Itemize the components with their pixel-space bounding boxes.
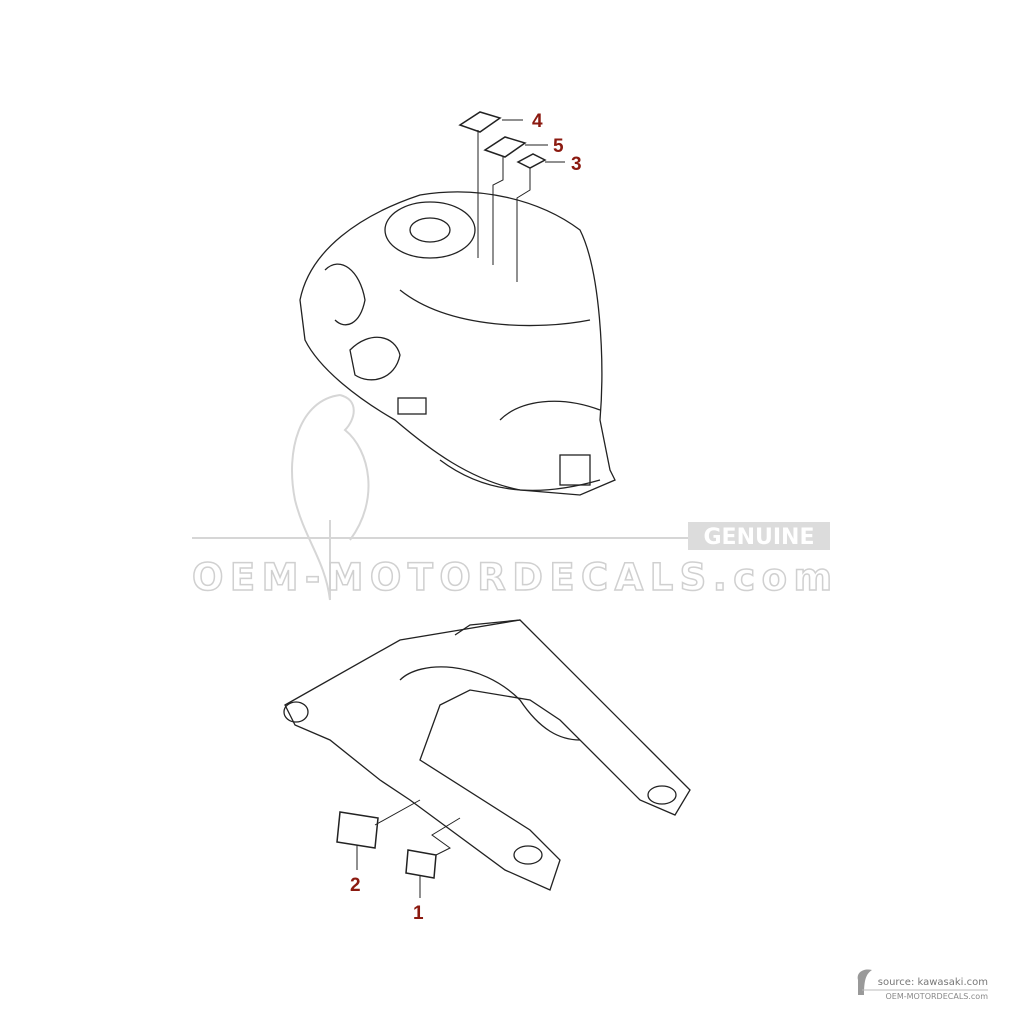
decal-4 <box>458 111 502 133</box>
decal-3 <box>516 153 547 169</box>
watermark <box>192 394 690 601</box>
callout-2: 2 <box>350 875 361 896</box>
swingarm <box>283 619 691 891</box>
callout-4: 4 <box>532 111 543 132</box>
watermark-badge <box>688 522 830 550</box>
callouts: 4 5 3 2 1 <box>350 111 582 924</box>
callout-3: 3 <box>571 154 582 175</box>
callout-1: 1 <box>413 903 424 924</box>
decal-2 <box>336 811 379 849</box>
source-credit: source: kawasaki.com OEM-MOTORDECALS.com <box>857 969 988 1001</box>
callout-5: 5 <box>553 136 564 157</box>
leader-lines-top <box>458 111 565 282</box>
watermark-badge-text: GENUINE <box>704 525 815 550</box>
source-text: source: kawasaki.com <box>878 977 988 988</box>
leader-lines-bottom <box>336 799 461 898</box>
decal-5 <box>483 136 527 158</box>
source-site: OEM-MOTORDECALS.com <box>885 992 988 1001</box>
logo-figure-icon <box>857 969 872 995</box>
watermark-figure-icon <box>291 394 370 601</box>
decal-1 <box>405 849 437 879</box>
fuel-tank <box>299 191 616 496</box>
watermark-text: OEM-MOTORDECALS.com <box>192 556 832 599</box>
